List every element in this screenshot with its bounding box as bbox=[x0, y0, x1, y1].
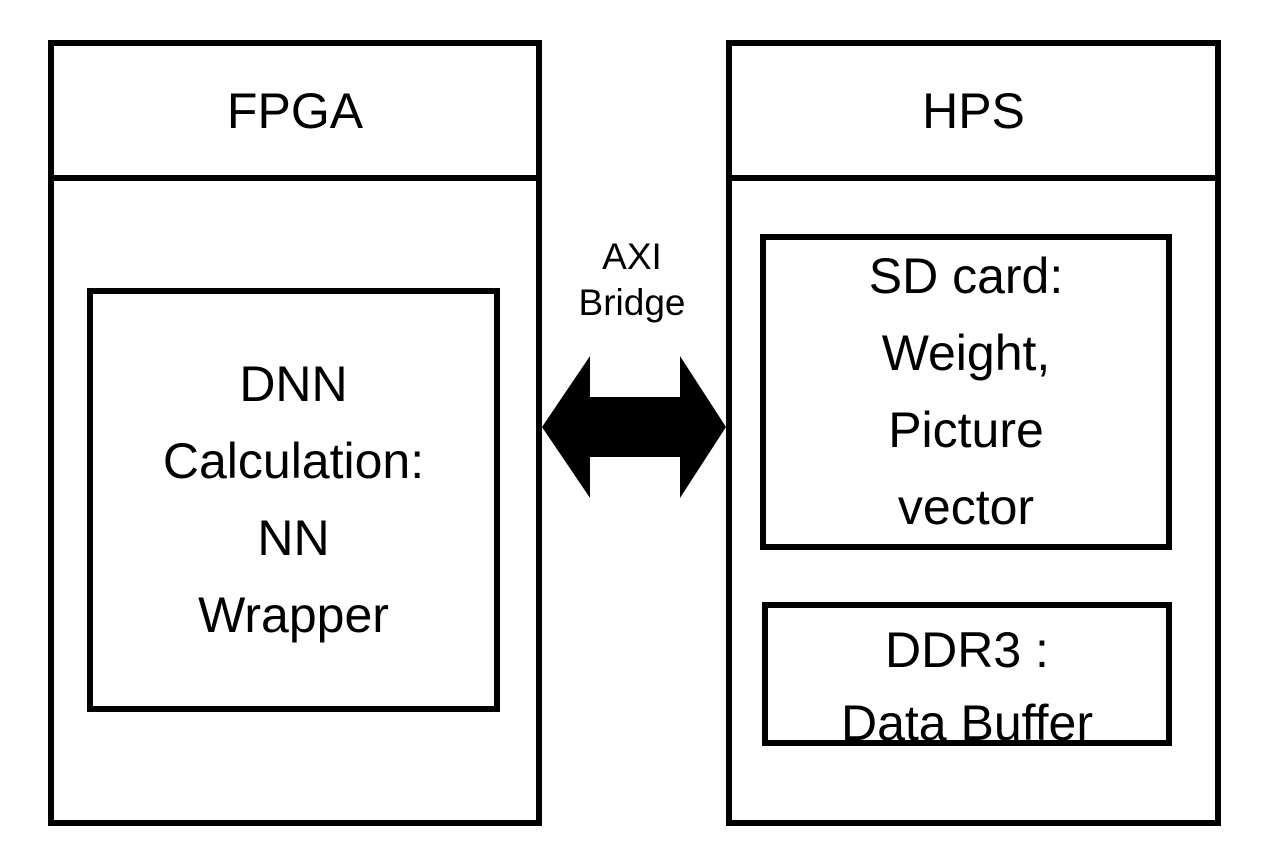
ddr3-box: DDR3 : Data Buffer bbox=[762, 602, 1172, 751]
sd-line-2: Weight, bbox=[881, 325, 1051, 381]
dnn-line-2: Calculation: bbox=[162, 433, 425, 489]
sd-line-1: SD card: bbox=[868, 248, 1064, 304]
hps-block: HPS bbox=[726, 40, 1221, 826]
bidirectional-arrow-shape bbox=[542, 356, 726, 498]
dnn-line-3: NN bbox=[257, 510, 330, 566]
dnn-line-1: DNN bbox=[239, 356, 348, 412]
sd-card-box: SD card: Weight, Picture vector bbox=[760, 234, 1172, 550]
fpga-title: FPGA bbox=[54, 46, 536, 181]
bridge-label-line-1: AXI bbox=[602, 236, 662, 277]
axi-bridge-label: AXI Bridge bbox=[552, 234, 712, 326]
ddr-line-2: Data Buffer bbox=[840, 695, 1093, 751]
hps-title: HPS bbox=[732, 46, 1215, 181]
dnn-calculation-box: DNN Calculation: NN Wrapper bbox=[87, 288, 500, 712]
sd-line-4: vector bbox=[897, 479, 1035, 535]
ddr-line-1: DDR3 : bbox=[885, 622, 1049, 678]
fpga-block: FPGA bbox=[48, 40, 542, 826]
dnn-line-4: Wrapper bbox=[198, 587, 389, 643]
sd-line-3: Picture bbox=[888, 402, 1044, 458]
bridge-label-line-2: Bridge bbox=[578, 282, 686, 323]
